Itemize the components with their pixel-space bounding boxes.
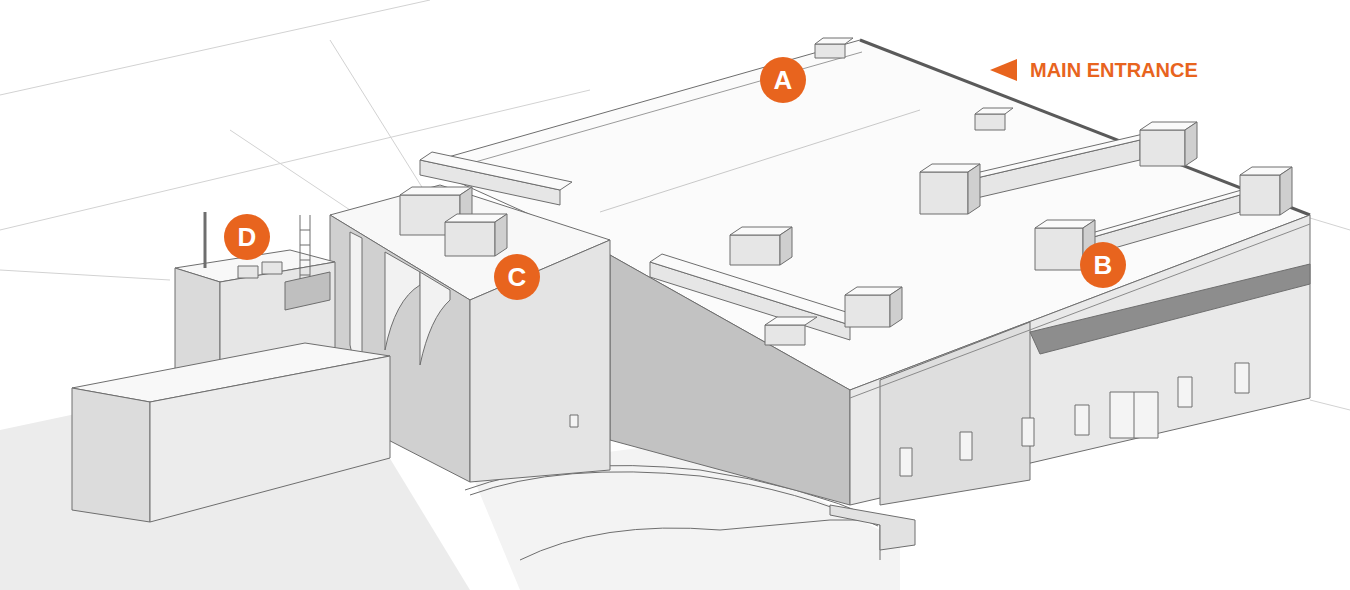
callout-circle: A [760,57,806,103]
rooftop-units [1083,187,1252,240]
main-building [600,110,920,212]
callout-letter: D [238,224,257,250]
bay-c [470,240,610,482]
main-building [850,224,1310,398]
rooftop-units [815,38,853,44]
bay-c [420,272,450,365]
rooftop-units [845,295,890,327]
rooftop-units [765,325,805,345]
rooftop-units [1140,130,1185,166]
rooftop-units [815,44,845,58]
bay-c [350,232,362,362]
bay-c [385,252,420,350]
rooftop-units [975,108,1013,114]
rooftop-units [890,287,902,327]
bay-d [262,262,282,274]
callout-letter: A [774,67,793,93]
bay-d [238,266,258,278]
main-building [900,448,912,476]
entrance-arrow [990,59,1017,81]
main-building [1235,363,1249,393]
bay-c [445,222,495,256]
main-building [610,255,850,505]
rooftop-units [975,114,1005,130]
bay-d [300,260,310,261]
bay-d [300,230,310,231]
bay-d [300,275,310,276]
rooftop-units [650,262,850,340]
callout-circle: C [494,254,540,300]
rooftop-units [968,132,1152,180]
rooftop-units [1240,175,1280,215]
rooftop-units [1185,122,1197,166]
main-building [1030,264,1310,354]
callout-circle: D [224,214,270,260]
ground [1310,400,1350,410]
ground [830,505,915,550]
rooftop-units [780,227,792,265]
rooftop-units [1035,228,1083,270]
main-building [1178,377,1192,407]
main-building [420,40,1310,505]
rooftop-units [765,317,817,325]
bay-d [204,212,207,268]
rooftop-units [920,172,968,214]
entrance-label: MAIN ENTRANCE [1030,59,1198,81]
callout-letter: B [1094,252,1113,278]
bay-d [300,245,310,246]
rooftop-units [650,38,1292,345]
rooftop-units [968,164,980,214]
main-building [960,432,972,460]
main-building [1134,392,1135,438]
storage-block [150,356,390,522]
bay-d [285,272,330,310]
entrance-arrow [990,59,1017,81]
bay-c [495,214,507,256]
bay-c [570,415,578,427]
storage-block [72,388,150,522]
main-building [440,52,862,172]
callout-circle: B [1080,242,1126,288]
main-building [1110,392,1158,438]
ground [0,270,170,280]
rooftop-units [1280,167,1292,215]
rooftop-units [730,235,780,265]
callout-letter: C [508,264,527,290]
bay-c [420,152,572,190]
ground [330,40,430,200]
main-building [860,40,1310,215]
main-building [850,215,1310,505]
main-building [1022,418,1034,446]
main-building [1075,405,1089,435]
ground [0,0,430,95]
ground [520,520,880,560]
main-building [880,322,1030,505]
storage-block [72,343,390,522]
